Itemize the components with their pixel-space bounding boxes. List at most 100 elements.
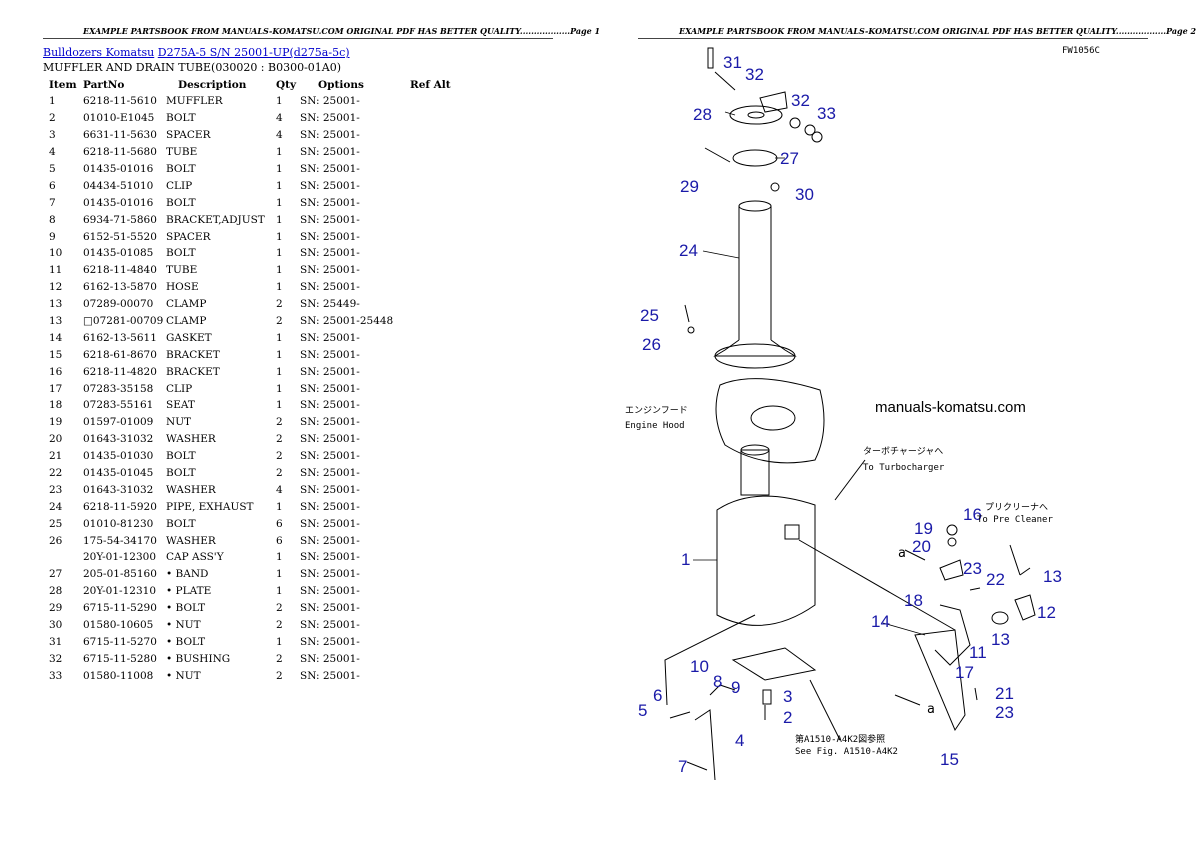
cell-qty: 6 [276,517,283,530]
cell-qty: 2 [276,669,283,682]
cell-refalt [410,279,460,296]
cell-partno: 01643-31032 [83,433,154,446]
cell-description: BRACKET,ADJUST [166,213,265,226]
cell-partno: 01435-01085 [83,247,154,260]
pipe-top-shape [738,200,772,212]
exploded-parts-diagram: 31 32 32 33 28 27 29 30 24 25 26 1 19 16… [625,46,1100,781]
letter-a-top: a [898,546,906,561]
cell-options: SN: 25001- [300,95,360,108]
watermark-text: manuals-komatsu.com [875,399,1026,416]
nut-33b-shape [811,131,823,143]
cell-qty: 2 [276,619,283,632]
header-rule-right [638,38,1148,39]
leader-line-precleaner [1009,544,1021,576]
col-header-partno: PartNo [83,79,125,91]
parts-table: Item PartNo Description Qty Options Ref … [43,77,460,684]
cell-item: 24 [49,500,63,513]
cell-partno: 20Y-01-12310 [83,585,156,598]
callout-12: 12 [1037,603,1056,622]
cell-qty: 1 [276,247,283,260]
callout-8: 8 [713,672,722,691]
bracket-15-shape [914,629,966,732]
cell-description: GASKET [166,331,212,344]
callout-9: 9 [731,678,740,697]
cell-qty: 2 [276,315,283,328]
cap-hinge-shape [759,91,788,113]
cell-item: 23 [49,483,63,496]
leader-line-turbo [798,539,956,631]
cell-options: SN: 25001- [300,230,360,243]
cell-options: SN: 25001- [300,416,360,429]
cell-item: 7 [49,196,56,209]
muffler-inlet-shape [784,524,800,540]
cell-options: SN: 25001- [300,652,360,665]
cell-refalt [410,634,460,651]
cell-item: 22 [49,467,63,480]
cell-options: SN: 25001- [300,365,360,378]
col-header-qty: Qty [276,79,297,91]
bracket-8-shape [709,684,736,696]
cell-qty: 1 [276,348,283,361]
bolt-5-shape [669,711,691,719]
cell-item: 21 [49,450,63,463]
breadcrumb-link-category[interactable]: Bulldozers Komatsu [43,46,155,59]
cell-description: BRACKET [166,348,220,361]
callout-28: 28 [693,105,712,124]
cell-partno: 01597-01009 [83,416,154,429]
cell-partno: 01643-31032 [83,483,154,496]
cell-partno: 01010-81230 [83,517,154,530]
col-header-refalt: Ref Alt [410,79,451,91]
breadcrumb-link-model[interactable]: D275A-5 S/N 25001-UP(d275a-5c) [157,46,350,59]
cell-description: BOLT [166,247,196,260]
cell-options: SN: 25001- [300,112,360,125]
cell-description: BOLT [166,517,196,530]
cell-item: 32 [49,652,63,665]
cell-description: BOLT [166,163,196,175]
cell-qty: 1 [276,635,283,648]
cell-refalt [410,245,460,262]
callout-5: 5 [638,701,647,720]
leader-24 [702,250,740,259]
cell-refalt [410,127,460,144]
cell-qty: 1 [276,365,283,378]
engine-hood-label-en: Engine Hood [625,421,685,431]
cell-options: SN: 25001- [300,500,360,513]
cell-description: BOLT [166,196,196,209]
hose-12-shape [1014,594,1036,621]
cell-partno: 07289-00070 [83,298,154,311]
cell-refalt [410,194,460,211]
callout-25: 25 [640,306,659,325]
cell-description: TUBE [166,264,198,277]
cell-item: 15 [49,348,63,361]
callout-6: 6 [653,686,662,705]
cell-description: BRACKET [166,365,220,378]
cell-description: SPACER [166,230,211,243]
callout-32: 32 [745,65,764,84]
cell-qty: 1 [276,264,283,277]
cell-refalt [410,363,460,380]
cell-options: SN: 25001- [300,382,360,395]
cell-refalt [410,228,460,245]
cell-options: SN: 25001- [300,433,360,446]
cell-qty: 4 [276,129,283,142]
cell-options: SN: 25001- [300,635,360,648]
cell-partno: 01435-01016 [83,196,154,209]
cell-item: 11 [49,264,63,277]
cell-partno: 6218-11-4840 [83,264,157,277]
cell-item: 13 [49,315,63,328]
page-header-right: EXAMPLE PARTSBOOK FROM MANUALS-KOMATSU.C… [679,26,1196,36]
cell-options: SN: 25001- [300,551,360,564]
cell-partno: 07283-35158 [83,382,154,395]
cell-item: 30 [49,619,63,632]
cell-partno: 6631-11-5630 [83,129,157,142]
